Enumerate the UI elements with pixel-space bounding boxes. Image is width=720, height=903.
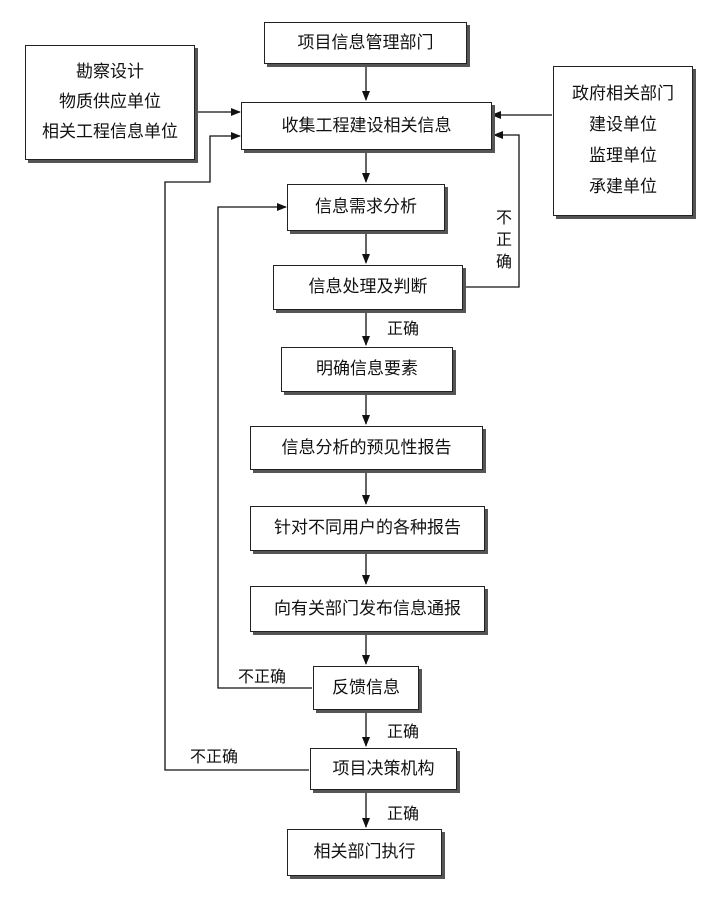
clarify-elements-box: 明确信息要素 — [281, 347, 453, 392]
needs-analysis-box: 信息需求分析 — [287, 184, 445, 231]
incorrect-label-feedback: 不正确 — [238, 667, 287, 686]
right-source-item: 建设单位 — [589, 115, 657, 135]
project-info-dept-box: 项目信息管理部门 — [264, 22, 467, 64]
left-sources-box: 勘察设计 物质供应单位 相关工程信息单位 — [25, 45, 195, 160]
execution-depts-box: 相关部门执行 — [287, 829, 442, 876]
right-source-item: 监理单位 — [589, 146, 657, 166]
arrow-process-incorrect-loop — [463, 131, 520, 288]
feedback-box: 反馈信息 — [313, 666, 419, 710]
left-source-item: 勘察设计 — [76, 62, 144, 83]
vertical-char: 确 — [495, 252, 512, 271]
incorrect-label-decision: 不正确 — [190, 747, 239, 766]
right-source-item: 政府相关部门 — [572, 84, 674, 104]
correct-label: 正确 — [387, 804, 420, 823]
arrow-decision-incorrect-loop — [164, 132, 309, 771]
left-source-item: 相关工程信息单位 — [42, 121, 178, 142]
forecast-report-box: 信息分析的预见性报告 — [250, 426, 483, 470]
process-judge-box: 信息处理及判断 — [273, 265, 463, 310]
incorrect-label-vertical: 不 正 确 — [494, 207, 514, 273]
publish-notice-box: 向有关部门发布信息通报 — [250, 586, 485, 632]
arrow-feedback-incorrect-loop — [217, 203, 312, 689]
vertical-char: 不 — [495, 208, 512, 227]
left-source-item: 物质供应单位 — [59, 91, 161, 112]
vertical-char: 正 — [495, 230, 512, 249]
correct-label: 正确 — [387, 722, 420, 741]
decision-body-box: 项目决策机构 — [310, 748, 457, 790]
user-reports-box: 针对不同用户的各种报告 — [250, 506, 485, 551]
right-sources-box: 政府相关部门 建设单位 监理单位 承建单位 — [553, 66, 693, 216]
correct-label: 正确 — [387, 319, 420, 338]
collect-info-box: 收集工程建设相关信息 — [241, 102, 492, 150]
right-source-item: 承建单位 — [589, 177, 657, 197]
